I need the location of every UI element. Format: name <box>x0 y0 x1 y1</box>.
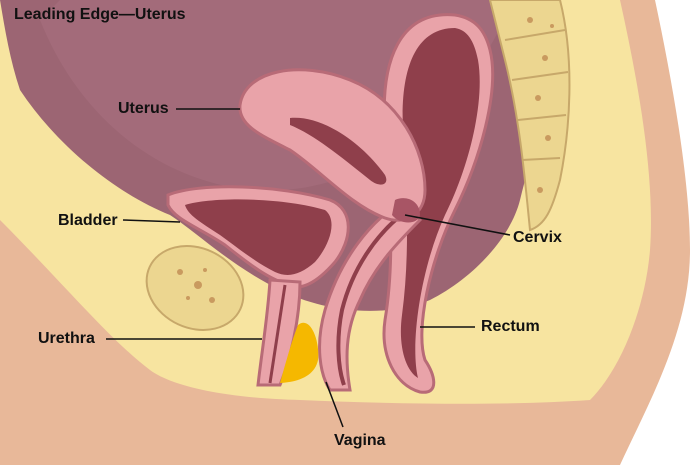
label-vagina: Vagina <box>334 432 386 449</box>
uterine-cavity <box>290 117 387 185</box>
rectum-lumen <box>400 28 480 378</box>
bladder-lumen <box>185 199 332 275</box>
label-bladder: Bladder <box>58 212 118 229</box>
highlight-region <box>280 322 319 383</box>
label-uterus: Uterus <box>118 100 169 117</box>
vagina <box>318 198 422 392</box>
label-rectum: Rectum <box>481 318 540 335</box>
vagina-leader-line <box>325 381 344 428</box>
diagram-title: Leading Edge—Uterus <box>14 6 186 23</box>
label-urethra: Urethra <box>38 330 95 347</box>
label-cervix: Cervix <box>513 229 562 246</box>
bladder-leader-line <box>122 219 181 223</box>
sacrum <box>488 0 571 232</box>
pubic-bone <box>145 245 245 331</box>
cervix-leader-line <box>404 214 511 236</box>
